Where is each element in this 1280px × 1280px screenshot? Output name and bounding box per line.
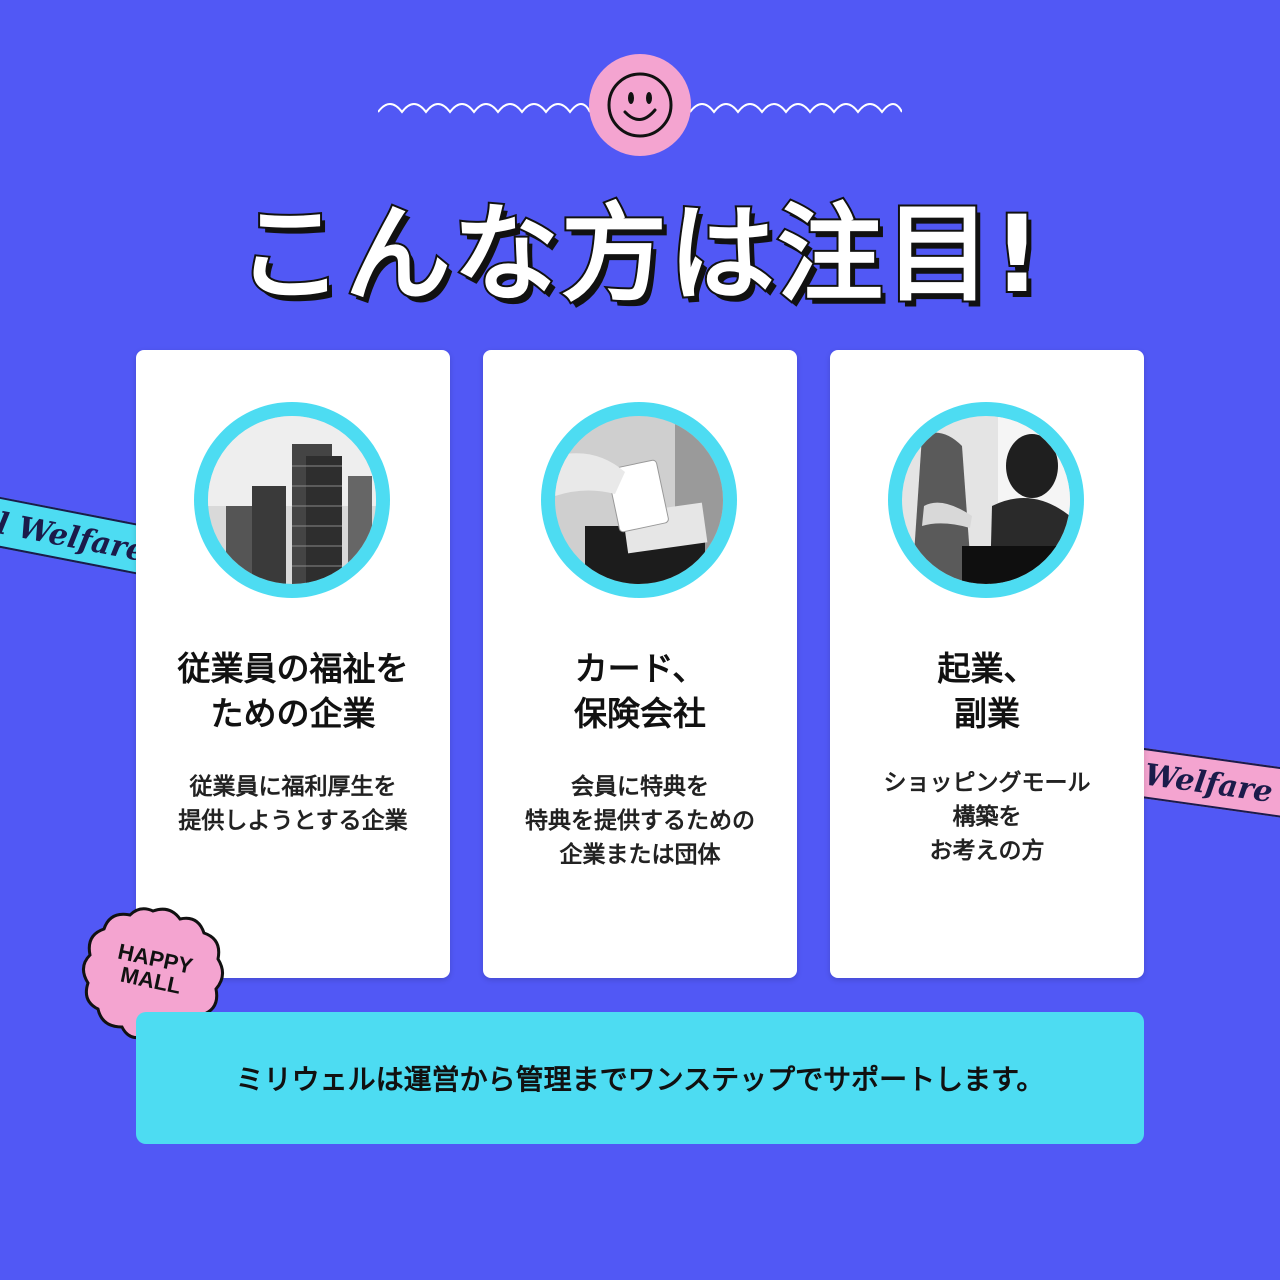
card-title: 起業、 副業 xyxy=(937,649,1037,733)
card-employee-welfare: 従業員の福祉を ための企業 従業員に福利厚生を 提供しようとする企業 xyxy=(136,350,450,978)
card-card-insurance: カード、 保険会社 会員に特典を 特典を提供するための 企業または団体 xyxy=(483,350,797,978)
ribbon-right: Welfare m xyxy=(1125,746,1280,824)
photo-frame xyxy=(888,402,1084,598)
card-description: 従業員に福利厚生を 提供しようとする企業 xyxy=(178,774,408,834)
page-title: こんな方は注目! xyxy=(235,191,1044,318)
photo-frame xyxy=(541,402,737,598)
card-title: カード、 保険会社 xyxy=(574,649,706,733)
card-title: 従業員の福祉を ための企業 xyxy=(177,649,409,733)
footer-text: ミリウェルは運営から管理までワンステップでサポートします。 xyxy=(235,1063,1045,1096)
smiley-icon xyxy=(589,54,691,156)
business-meeting-photo-icon xyxy=(902,416,1070,584)
wave-decoration xyxy=(378,103,902,114)
photo-frame xyxy=(194,402,390,598)
card-payment-photo-icon xyxy=(555,416,723,584)
skyscraper-photo-icon xyxy=(208,416,376,584)
footer-banner: ミリウェルは運営から管理までワンステップでサポートします。 xyxy=(136,1012,1144,1144)
card-description: ショッピングモール 構築を お考えの方 xyxy=(883,770,1091,864)
card-startup-side-business: 起業、 副業 ショッピングモール 構築を お考えの方 xyxy=(830,350,1144,978)
card-description: 会員に特典を 特典を提供するための 企業または団体 xyxy=(525,774,755,868)
